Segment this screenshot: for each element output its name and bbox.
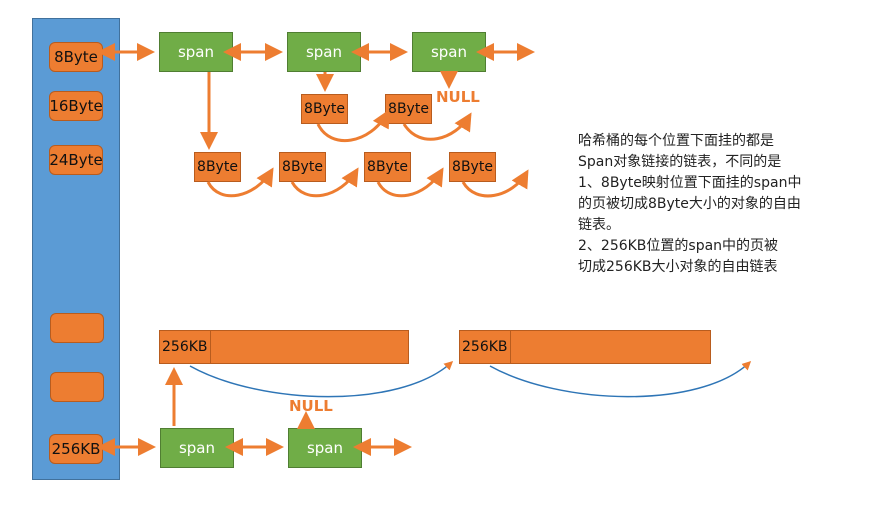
object-8byte-c: 8Byte — [194, 152, 241, 182]
arrow-8byte-a-b — [316, 109, 390, 143]
bucket-24byte: 24Byte — [49, 145, 103, 175]
object-256kb-1-label: 256KB — [160, 331, 211, 363]
object-8byte-f: 8Byte — [449, 152, 496, 182]
object-8byte-a: 8Byte — [301, 94, 348, 124]
span-8byte-3: span — [412, 32, 486, 72]
span-256kb-2: span — [288, 428, 362, 468]
null-label-top: NULL — [436, 88, 480, 106]
object-8byte-e: 8Byte — [364, 152, 411, 182]
arrow-8byte-f-next — [461, 169, 529, 198]
object-256kb-1: 256KB — [159, 330, 409, 364]
object-256kb-2-label: 256KB — [460, 331, 511, 363]
object-8byte-d: 8Byte — [279, 152, 326, 182]
bucket-empty-1 — [50, 313, 104, 343]
bucket-8byte: 8Byte — [49, 42, 103, 72]
span-8byte-2: span — [287, 32, 361, 72]
bucket-256kb: 256KB — [49, 434, 103, 464]
null-label-bottom: NULL — [289, 397, 333, 415]
arrow-8byte-c-d — [206, 167, 274, 198]
span-8byte-1: span — [159, 32, 233, 72]
arrow-8byte-b-next — [402, 112, 472, 141]
span-256kb-1: span — [160, 428, 234, 468]
arrow-256kb-2-next — [489, 360, 752, 398]
object-256kb-2: 256KB — [459, 330, 711, 364]
arrow-8byte-e-f — [376, 167, 444, 198]
bucket-empty-2 — [50, 372, 104, 402]
object-8byte-b: 8Byte — [385, 94, 432, 124]
arrow-8byte-d-e — [290, 167, 359, 198]
bucket-16byte: 16Byte — [49, 91, 103, 121]
arrow-256kb-1-2 — [189, 360, 454, 398]
explanation-note: 哈希桶的每个位置下面挂的都是 Span对象链接的链表，不同的是 1、8Byte映… — [578, 133, 802, 275]
